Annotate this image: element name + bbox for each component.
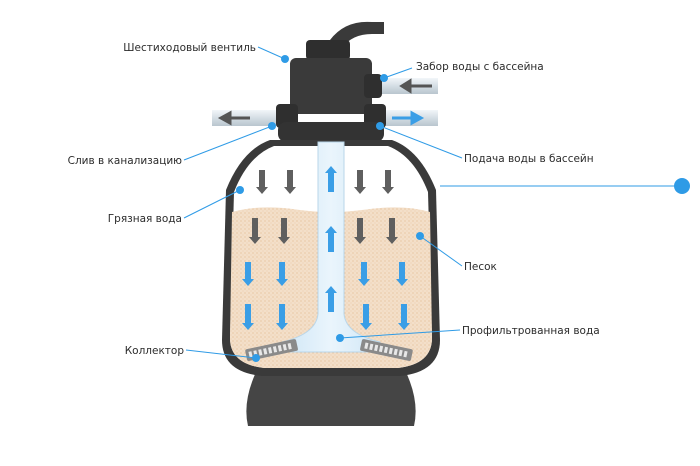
collector-dot (252, 354, 260, 362)
drain-label: Слив в канализацию (68, 155, 183, 167)
up-arrow-icon (325, 166, 337, 192)
down-arrow-icon (256, 170, 268, 194)
sand-label: Песок (464, 261, 497, 273)
valve-dot (281, 55, 289, 63)
up-arrow-icon (325, 226, 337, 252)
filtered-water-dot (336, 334, 344, 342)
labels: Шестиходовый вентиль Забор воды с бассей… (68, 42, 600, 357)
tank-stand (246, 368, 416, 426)
down-arrow-icon (284, 170, 296, 194)
down-arrow-icon (276, 304, 288, 330)
filtered-water-label: Профильтрованная вода (462, 325, 600, 337)
stray-dot (674, 178, 690, 194)
down-arrow-icon (358, 262, 370, 286)
filtered-water-leader (339, 329, 461, 339)
down-arrow-icon (382, 170, 394, 194)
down-arrow-icon (278, 218, 290, 244)
intake-label: Забор воды с бассейна (416, 61, 544, 73)
drain-arrow-icon (217, 110, 250, 126)
sand-leader (419, 235, 463, 267)
supply-label: Подача воды в бассейн (464, 153, 594, 165)
down-arrow-icon (242, 262, 254, 286)
down-arrow-icon (396, 262, 408, 286)
intake-dot (380, 74, 388, 82)
dirty-water-label: Грязная вода (108, 213, 182, 225)
down-arrow-icon (360, 304, 372, 330)
callouts (183, 46, 690, 362)
down-arrow-icon (354, 170, 366, 194)
drain-leader (183, 125, 273, 161)
collector-right (360, 339, 413, 361)
six-way-valve (276, 21, 386, 142)
valve-label: Шестиходовый вентиль (123, 42, 256, 54)
valve-connector-top (364, 74, 382, 98)
intake-arrow-icon (399, 78, 432, 94)
collector-leader (185, 349, 257, 359)
supply-arrow-icon (392, 110, 425, 126)
drain-dot (268, 122, 276, 130)
dirty-water-dot (236, 186, 244, 194)
intake-leader (383, 67, 413, 79)
valve-cap (306, 40, 350, 60)
up-arrow-icon (325, 286, 337, 312)
pipes (212, 78, 438, 126)
down-arrow-icon (276, 262, 288, 286)
valve-leader (257, 46, 286, 60)
valve-flange (278, 122, 384, 142)
collector-label: Коллектор (125, 345, 185, 357)
down-arrow-icon (249, 218, 261, 244)
supply-dot (376, 122, 384, 130)
dirty-water-leader (183, 189, 241, 219)
down-arrow-icon (354, 218, 366, 244)
flow-arrows (242, 166, 410, 330)
valve-body (290, 58, 372, 114)
down-arrow-icon (242, 304, 254, 330)
down-arrow-icon (386, 218, 398, 244)
supply-leader (379, 125, 463, 159)
down-arrow-icon (398, 304, 410, 330)
sand-dot (416, 232, 424, 240)
